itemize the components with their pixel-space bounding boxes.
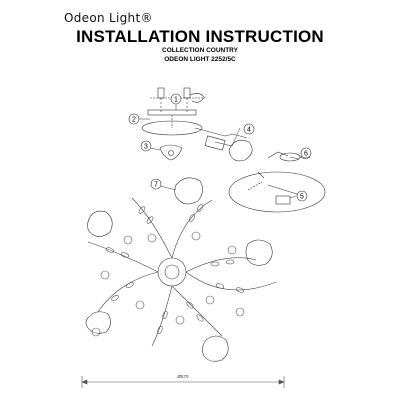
callout-7: 7: [150, 178, 162, 190]
model-number: ODEON LIGHT 2252/5C: [164, 56, 236, 63]
collection-name: COLLECTION COUNTRY: [162, 47, 238, 54]
svg-text:5: 5: [300, 194, 304, 201]
shade-detail: [214, 139, 311, 162]
svg-text:1: 1: [174, 97, 178, 104]
svg-text:7: 7: [154, 182, 158, 189]
callout-4: 4: [243, 123, 255, 135]
svg-text:4: 4: [247, 127, 251, 134]
canopy-cup: [159, 144, 183, 161]
svg-text:2: 2: [132, 117, 136, 124]
brand-logo: Odeon Light®: [64, 11, 153, 25]
callout-3: 3: [140, 140, 152, 152]
callout-1: 1: [170, 93, 182, 105]
mounting-bracket: [141, 109, 248, 151]
wiring-detail: [228, 171, 326, 213]
dimension-label: Ø570: [177, 374, 189, 379]
callout-6: 6: [300, 147, 312, 159]
callout-5: 5: [296, 190, 308, 202]
svg-text:6: 6: [304, 151, 308, 158]
svg-text:3: 3: [144, 144, 148, 151]
chandelier-illustration: [85, 177, 277, 362]
dimension-line: [81, 376, 285, 388]
page-title: INSTALLATION INSTRUCTION: [76, 27, 324, 46]
callout-2: 2: [128, 113, 140, 125]
